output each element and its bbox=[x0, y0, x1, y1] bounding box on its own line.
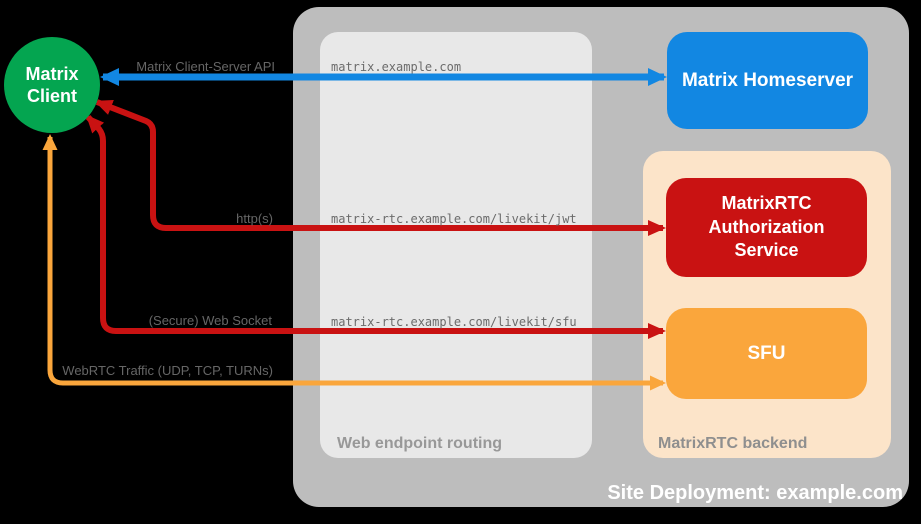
site-deployment-caption: Site Deployment: example.com bbox=[607, 482, 903, 504]
matrix-client-label: Matrix Client bbox=[25, 63, 79, 107]
matrix-homeserver-label: Matrix Homeserver bbox=[681, 69, 854, 91]
endpoint-matrix-example-com: matrix.example.com bbox=[331, 60, 462, 74]
endpoint-livekit-jwt: matrix-rtc.example.com/livekit/jwt bbox=[331, 212, 577, 226]
websocket-arrow-label: (Secure) Web Socket bbox=[148, 313, 272, 328]
client-server-api-arrow-label: Matrix Client-Server API bbox=[136, 59, 275, 74]
webrtc-traffic-arrow-label: WebRTC Traffic (UDP, TCP, TURNs) bbox=[62, 363, 273, 378]
matrixrtc-auth-service-label: MatrixRTC Authorization Service bbox=[708, 193, 825, 261]
matrix-client-node: Matrix Client bbox=[4, 37, 100, 133]
endpoint-livekit-sfu: matrix-rtc.example.com/livekit/sfu bbox=[331, 315, 577, 329]
matrix-homeserver-node: Matrix Homeserver bbox=[667, 32, 868, 129]
sfu-label: SFU bbox=[747, 342, 786, 364]
matrixrtc-auth-service-node: MatrixRTC Authorization Service bbox=[666, 178, 867, 277]
web-endpoint-routing-container bbox=[320, 32, 592, 458]
web-endpoint-routing-caption: Web endpoint routing bbox=[337, 435, 503, 452]
https-arrow-label: http(s) bbox=[236, 211, 273, 226]
sfu-node: SFU bbox=[666, 308, 867, 399]
matrixrtc-backend-caption: MatrixRTC backend bbox=[658, 435, 808, 452]
